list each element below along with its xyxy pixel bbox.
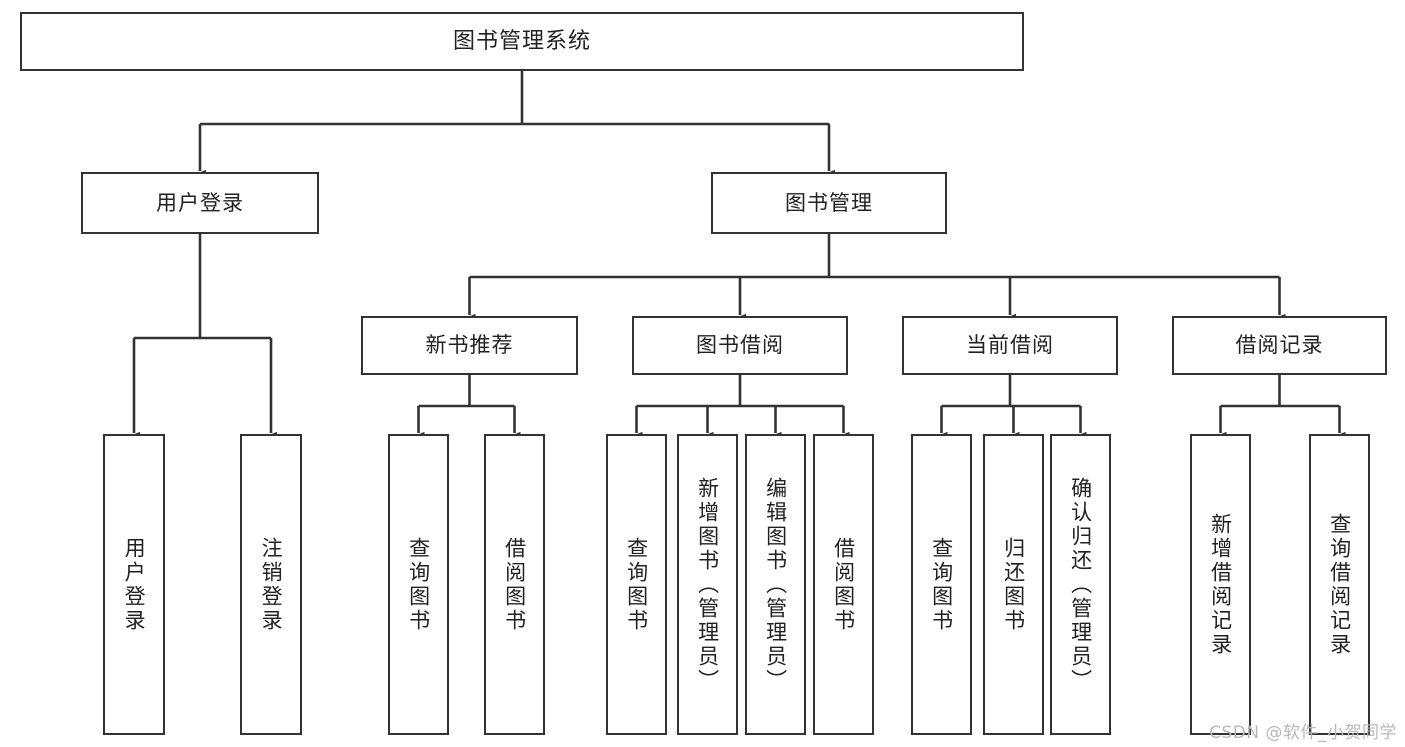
node-label: 图书管理系统 <box>452 28 591 54</box>
node-borrowing-records[interactable]: 借阅记录 <box>1172 316 1387 375</box>
node-new-book-recommendation[interactable]: 新书推荐 <box>361 316 578 375</box>
node-label: 查询图书 <box>406 536 431 633</box>
node-label: 确认归还（管理员） <box>1068 476 1093 693</box>
node-label: 用户登录 <box>122 536 147 633</box>
node-label: 新书推荐 <box>425 333 514 358</box>
node-leaf-query-book-current[interactable]: 查询图书 <box>911 434 972 735</box>
node-user-login[interactable]: 用户登录 <box>81 172 319 234</box>
node-label: 借阅图书 <box>502 536 527 633</box>
node-label: 查询借阅记录 <box>1327 512 1352 657</box>
node-label: 新增图书（管理员） <box>695 476 720 693</box>
node-leaf-add-book-admin[interactable]: 新增图书（管理员） <box>677 434 738 735</box>
node-label: 查询图书 <box>929 536 954 633</box>
node-label: 用户登录 <box>156 190 244 215</box>
node-label: 当前借阅 <box>966 333 1054 358</box>
node-current-borrowing[interactable]: 当前借阅 <box>902 316 1118 375</box>
node-leaf-user-login[interactable]: 用户登录 <box>103 434 165 735</box>
node-label: 新增借阅记录 <box>1208 512 1233 657</box>
node-leaf-query-borrowing-record[interactable]: 查询借阅记录 <box>1309 434 1370 735</box>
csdn-watermark: CSDN @软件_小贺同学 <box>1209 723 1397 743</box>
node-label: 借阅记录 <box>1235 333 1324 358</box>
node-leaf-user-logout[interactable]: 注销登录 <box>240 434 302 735</box>
node-leaf-borrow-book-borrowing[interactable]: 借阅图书 <box>813 434 874 735</box>
node-leaf-add-borrowing-record[interactable]: 新增借阅记录 <box>1190 434 1251 735</box>
node-leaf-query-book-borrowing[interactable]: 查询图书 <box>606 434 667 735</box>
node-leaf-borrow-book-recommendation[interactable]: 借阅图书 <box>484 434 545 735</box>
node-root[interactable]: 图书管理系统 <box>20 12 1024 71</box>
node-leaf-confirm-return-admin[interactable]: 确认归还（管理员） <box>1050 434 1111 735</box>
node-label: 图书管理 <box>785 190 873 215</box>
node-leaf-edit-book-admin[interactable]: 编辑图书（管理员） <box>745 434 806 735</box>
node-label: 编辑图书（管理员） <box>763 476 788 693</box>
node-label: 查询图书 <box>624 536 649 633</box>
node-book-management[interactable]: 图书管理 <box>711 172 947 234</box>
node-label: 图书借阅 <box>696 333 784 358</box>
node-leaf-return-book[interactable]: 归还图书 <box>983 434 1044 735</box>
node-book-borrowing[interactable]: 图书借阅 <box>632 316 848 375</box>
node-leaf-query-book-recommendation[interactable]: 查询图书 <box>388 434 449 735</box>
node-label: 归还图书 <box>1001 536 1026 633</box>
node-label: 借阅图书 <box>831 536 856 633</box>
node-label: 注销登录 <box>259 536 284 633</box>
